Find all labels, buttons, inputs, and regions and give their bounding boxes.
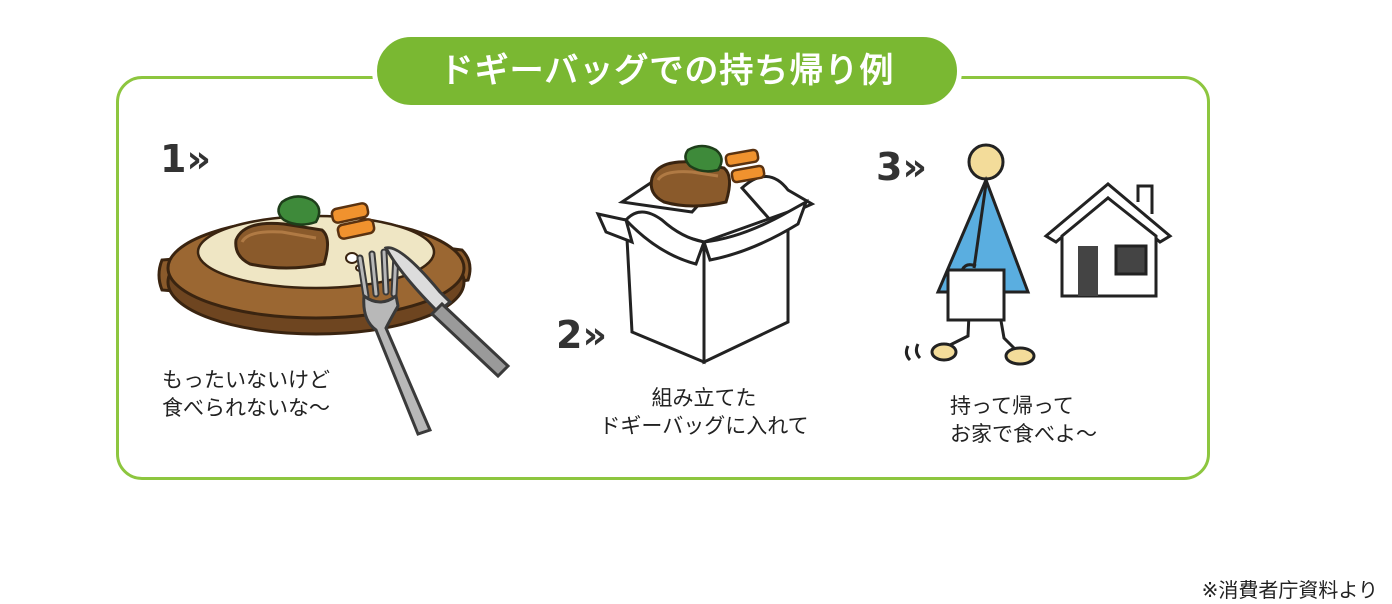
caption-line: お家で食べよ〜 (950, 422, 1097, 446)
house-icon (1043, 182, 1173, 298)
knife-icon (383, 246, 511, 379)
step-1-caption: もったいないけど 食べられないな〜 (162, 366, 330, 422)
doggy-bag-box-icon (595, 144, 816, 365)
step-3-caption: 持って帰って お家で食べよ〜 (950, 392, 1097, 448)
caption-line: 組み立てた (651, 386, 757, 410)
caption-line: 食べられないな〜 (162, 396, 330, 420)
steak-plate-icon (157, 195, 472, 336)
step-2-number: 2» (556, 313, 607, 357)
walking-person-icon (904, 143, 1036, 366)
step-1-number: 1» (160, 137, 211, 181)
caption-line: ドギーバッグに入れて (599, 414, 809, 438)
source-note: ※消費者庁資料より (1201, 578, 1378, 602)
step-3-number: 3» (876, 145, 927, 189)
step-2-caption: 組み立てた ドギーバッグに入れて (580, 384, 828, 440)
caption-line: もったいないけど (162, 368, 330, 392)
diagram-title: ドギーバッグでの持ち帰り例 (372, 32, 962, 110)
caption-line: 持って帰って (950, 394, 1074, 418)
fork-icon (356, 248, 433, 436)
